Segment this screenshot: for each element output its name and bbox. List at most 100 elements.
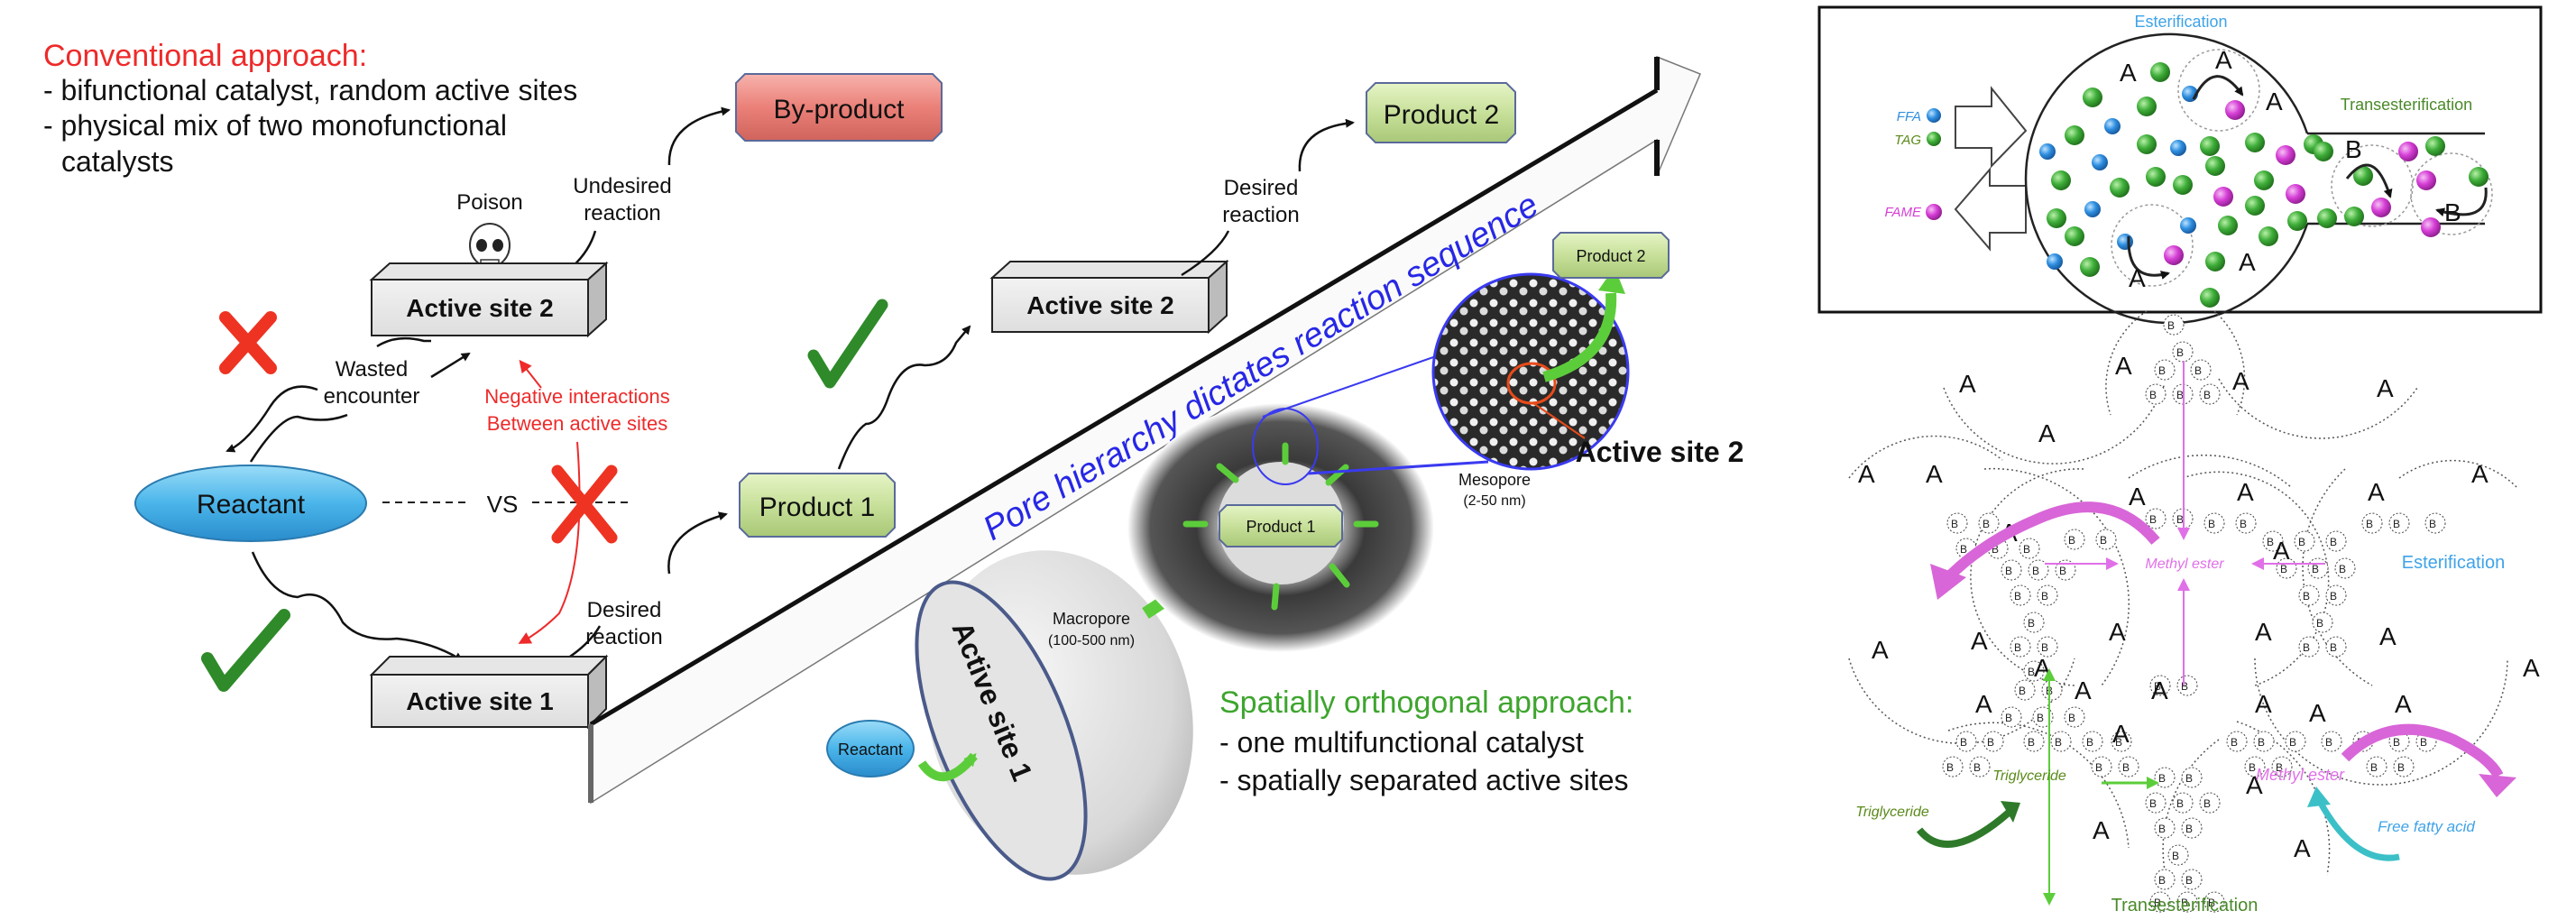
bottom-esterification-label: Esterification [2402,553,2506,573]
site-b-circle [2064,706,2085,728]
site-b-label: B [2280,563,2287,575]
site-b-label: B [2330,590,2337,603]
fame-molecule [2286,184,2305,204]
site-b-label: B [2330,536,2337,548]
product-1-small-label: Product 1 [1246,518,1315,536]
fame-molecule [2164,245,2184,265]
site-a-label: A [2368,478,2385,506]
molecule-balls [2039,62,2489,308]
site-a-label: A [2255,618,2272,646]
site-b-circle [2388,731,2410,752]
tag-molecule [2065,125,2084,145]
wasted-encounter-label-1: Wasted [336,357,408,382]
tag-molecule [2137,97,2157,116]
zoom-line-bottom [1307,460,1489,475]
tag-molecule [2065,226,2084,246]
site-b-label: B [2208,518,2215,530]
site-b-circle [1946,512,1968,534]
tag-molecule [2080,257,2100,277]
tag-molecule [2254,170,2274,190]
site-b-circle [2149,675,2171,696]
mesopore-label: Mesopore [1458,471,1531,489]
site-b-label: B [2068,712,2075,724]
conventional-bullet-2: - physical mix of two monofunctional [43,109,507,142]
panel-esterification-label: Esterification [2134,13,2227,31]
site-b-label: B [2370,761,2378,774]
bulb-outline [2024,32,2309,325]
mesopore-range: (2-50 nm) [1463,493,1525,509]
product-1-label: Product 1 [759,492,875,522]
active-site-2-box-sequence: Active site 2 [989,259,1229,335]
site-b-circle [2032,706,2054,728]
tag-molecule [2259,226,2278,246]
conventional-bullet-1: - bifunctional catalyst, random active s… [43,74,577,106]
undesired-arrow [667,106,731,166]
site-b-label: B [2185,772,2193,785]
site-b-circle [2001,559,2022,581]
site-b-label: B [2345,135,2362,163]
magenta-curved-arrow-left [1944,501,2160,582]
site-b-circle [2149,891,2171,913]
tag-molecule [2353,166,2373,186]
site-b-label: B [1987,736,1994,749]
site-a-label: A [2294,834,2311,862]
tag-molecule [2173,175,2193,195]
tem-macropore-image: Product 1 [1127,403,1434,652]
ffa-molecule [2047,253,2063,270]
desired-reaction-seq-label-1: Desired [1224,176,1299,200]
reactant-label: Reactant [197,490,306,520]
site-b-circle [2095,529,2117,550]
site-b-circle [2190,359,2212,381]
site-b-circle [2244,756,2266,777]
site-b-label: B [2330,641,2337,654]
site-b-label: B [1973,761,1981,774]
site-b-label: B [2240,518,2247,530]
site-b-label: B [2194,364,2202,377]
byproduct-node: By-product [735,73,943,142]
orthogonal-heading: Spatially orthogonal approach: [1219,685,1633,720]
site-b-label: B [2023,543,2030,556]
site-b-circle [1983,731,2004,752]
wasted-arrow-return [225,385,318,453]
site-a-label: A [2129,264,2146,292]
site-b-label: B [2158,772,2166,785]
site-b-circle [2154,817,2176,839]
tag-molecule [2469,167,2489,187]
site-b-label: B [2181,680,2188,693]
site-a-label: A [1975,690,1992,718]
site-b-circle [2050,731,2072,752]
poison-label: Poison [456,190,522,215]
site-b-label: B [2397,761,2405,774]
site-b-circle [2203,512,2225,534]
free-fatty-acid-label: Free fatty acid [2378,818,2475,835]
reactant-node: Reactant [134,465,367,542]
site-b-label: B [2158,823,2166,835]
wasted-arrow-up [430,352,471,379]
site-b-circle [2226,731,2248,752]
product-2-small-node: Product 2 [1552,232,1670,279]
site-a-label: A [2273,537,2290,565]
site-b-label: B [1992,543,1999,556]
wasted-encounter-label-2: encounter [324,384,420,409]
site-b-label: B [2014,641,2021,654]
methyl-ester-outer-label: Methyl ester [2256,766,2345,784]
site-b-circle [2325,584,2347,606]
site-b-circle [2294,530,2315,552]
site-a-label: A [2115,352,2132,380]
site-b-circle [2023,731,2045,752]
reactant-small-label: Reactant [838,741,903,759]
site-b-circle [2118,756,2139,777]
desired-reaction-seq-label-2: reaction [1222,203,1299,227]
legend-fame-ball [1926,204,1942,220]
site-a-label: A [2395,690,2412,718]
site-a-label: A [1971,627,1988,655]
site-b-circle [2253,731,2275,752]
fame-molecule [2398,142,2418,161]
output-arrow-icon [1954,167,2027,252]
site-b-label: B [2167,319,2175,332]
site-b-circle [2325,636,2347,658]
fame-molecule [2416,170,2436,190]
meso-to-product2-arrow [1542,292,1617,382]
site-b-circle [2014,679,2036,701]
